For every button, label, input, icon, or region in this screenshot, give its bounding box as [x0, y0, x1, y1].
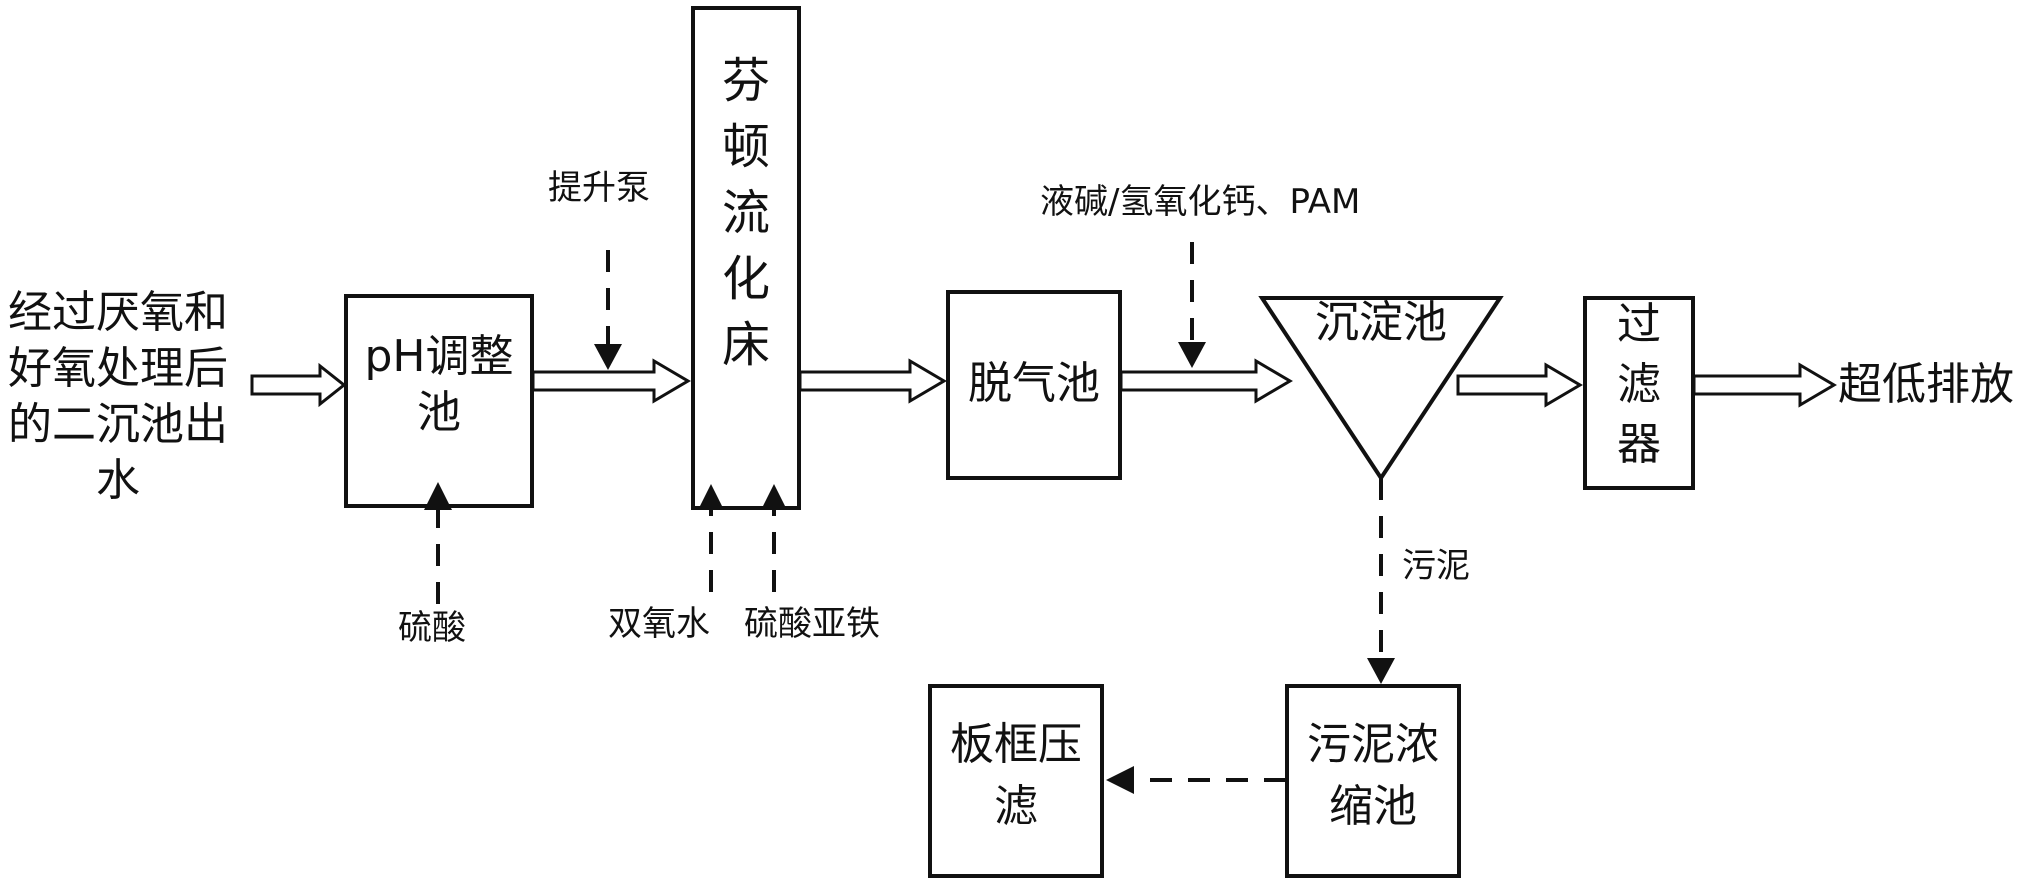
flow-arrow-ph-to-fenton: [531, 358, 691, 404]
filter-box: [1583, 296, 1695, 490]
fenton-char-5: 床: [721, 317, 770, 373]
arrowhead-press: [1106, 766, 1134, 794]
ferrous-sulfate-label: 硫酸亚铁: [744, 604, 880, 644]
flow-arrow-output: [1692, 362, 1837, 408]
input-label-line4: 水: [96, 455, 140, 506]
arrowhead-sludge: [1367, 658, 1395, 684]
output-label: 超低排放: [1838, 359, 2014, 410]
filter-label-line1: 过: [1617, 299, 1661, 350]
arrowhead-pump: [594, 344, 622, 370]
sedimentation-label: 沉淀池: [1315, 297, 1447, 348]
h2o2-label: 双氧水: [608, 604, 710, 644]
filter-label-line2: 滤: [1617, 359, 1661, 410]
arrowhead-ferrous: [761, 484, 787, 510]
ph-tank-label-line1: pH调整: [364, 331, 514, 382]
thickener-label-line1: 污泥浓: [1307, 719, 1439, 770]
flow-arrow-fenton-to-degas: [798, 358, 947, 404]
thickener-label-line2: 缩池: [1329, 781, 1417, 832]
flow-arrow-input: [250, 362, 347, 408]
alkali-pam-label: 液碱/氢氧化钙、PAM: [1040, 182, 1361, 222]
thickener-box: [1285, 684, 1461, 878]
flow-arrow-degas-to-sed: [1119, 358, 1293, 404]
input-label-line3: 的二沉池出: [8, 399, 228, 450]
fenton-char-1: 芬: [721, 53, 770, 109]
arrowhead-sulfuric: [424, 482, 452, 510]
degas-tank-label: 脱气池: [968, 358, 1100, 409]
flow-arrow-sed-to-filter: [1456, 362, 1583, 408]
fenton-char-4: 化: [721, 251, 770, 307]
pump-label: 提升泵: [548, 168, 650, 208]
arrowhead-h2o2: [698, 484, 724, 510]
input-label-line2: 好氧处理后: [8, 343, 228, 394]
fenton-box: [691, 6, 801, 510]
sedimentation-triangle: [1258, 296, 1504, 482]
press-box: [928, 684, 1104, 878]
degas-box: [946, 290, 1122, 480]
sludge-label: 污泥: [1402, 546, 1470, 586]
fenton-char-2: 顿: [721, 119, 770, 175]
arrowhead-alkali: [1178, 342, 1206, 368]
press-label-line2: 滤: [994, 781, 1038, 832]
press-label-line1: 板框压: [950, 719, 1082, 770]
filter-label-line3: 器: [1617, 419, 1661, 470]
ph-tank-label-line2: 池: [417, 387, 461, 438]
input-label-line1: 经过厌氧和: [8, 287, 228, 338]
fenton-char-3: 流: [721, 185, 770, 241]
ph-tank-box: [344, 294, 534, 508]
sulfuric-acid-label: 硫酸: [398, 608, 466, 648]
